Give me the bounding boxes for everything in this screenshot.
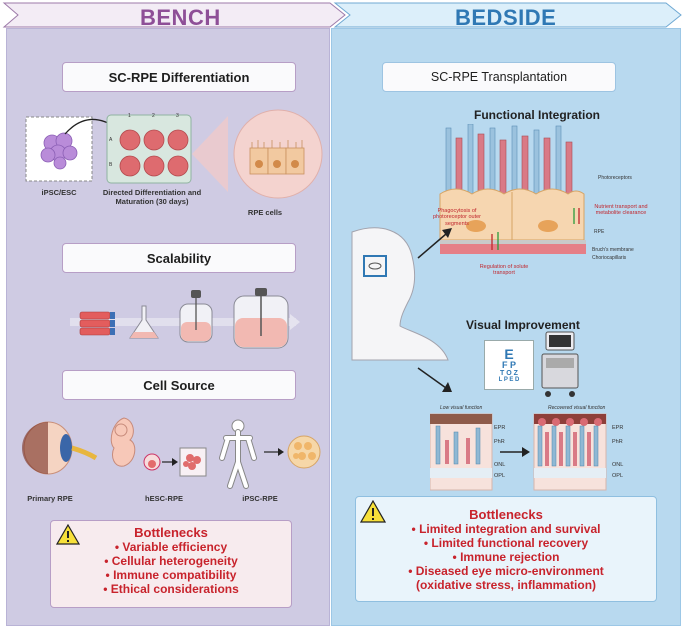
photoreceptors-label: Photoreceptors <box>598 175 632 181</box>
recovered-function-label: Recovered visual function <box>548 405 606 411</box>
bruch-label: Bruch's membrane <box>592 247 634 253</box>
plate-row-b: B <box>109 162 113 168</box>
hesc-rpe-label: hESC-RPE <box>145 494 183 503</box>
eye-chart-row: E <box>504 346 514 362</box>
rpe-cells-label: RPE cells <box>247 208 283 217</box>
retina-comparison-icon <box>430 413 607 491</box>
bedside-bottleneck-item: • Limited functional recovery <box>423 536 589 550</box>
arrow-to-integration-icon <box>417 228 452 259</box>
warning-icon <box>56 524 80 545</box>
layer-onl-right: ONL <box>612 462 624 468</box>
differentiation-title: SC-RPE Differentiation <box>62 62 296 92</box>
eye-chart-row: L P E D <box>498 377 520 383</box>
cell-source-title: Cell Source <box>62 370 296 400</box>
bench-bottleneck-item: • Cellular heterogeneity <box>104 554 238 568</box>
hesc-icon <box>143 447 207 477</box>
rpe-integration-icon <box>439 124 586 254</box>
arrow-to-visual-icon <box>417 367 452 392</box>
eye-chart-row: T O Z <box>500 370 518 377</box>
bedside-bottleneck-item: • Immune rejection <box>452 550 560 564</box>
plate-col-3: 3 <box>176 113 179 119</box>
eye-chart-icon: E F P T O Z L P E D <box>484 340 534 390</box>
bedside-bottlenecks-title: Bottlenecks <box>469 507 543 522</box>
patient-head-icon <box>351 227 449 361</box>
bench-bottlenecks-box: Bottlenecks • Variable efficiency • Cell… <box>50 520 292 608</box>
plate-col-2: 2 <box>152 113 155 119</box>
bench-title: BENCH <box>140 5 221 30</box>
layer-opl-left: OPL <box>494 473 506 479</box>
bench-bullets <box>14 520 92 538</box>
rpe-layer-label: RPE <box>594 229 605 235</box>
well-plate-icon <box>106 114 192 184</box>
bedside-bottlenecks-box: Bottlenecks • Limited integration and su… <box>355 496 657 602</box>
low-function-label: Low visual function <box>440 405 483 411</box>
scalability-title: Scalability <box>62 243 296 273</box>
primary-rpe-label: Primary RPE <box>27 494 73 503</box>
layer-epr-left: EPR <box>494 425 506 431</box>
eye-chart-row: F P <box>501 360 516 370</box>
bench-bottleneck-item: • Variable efficiency <box>114 540 228 554</box>
ipsc-rpe-label: iPSC-RPE <box>242 494 278 503</box>
visual-improvement-title: Visual Improvement <box>466 318 580 332</box>
ipsc-human-icon <box>219 419 321 489</box>
layer-phr-right: PhR <box>612 439 623 445</box>
layer-opl-right: OPL <box>612 473 624 479</box>
bench-bottlenecks-title: Bottlenecks <box>134 525 208 540</box>
regulation-label: Regulation of solute transport <box>479 264 529 277</box>
functional-integration-title: Functional Integration <box>474 108 600 122</box>
bench-bottleneck-item: • Immune compatibility <box>105 568 237 582</box>
bedside-title: BEDSIDE <box>455 5 557 30</box>
layer-phr-left: PhR <box>494 439 505 445</box>
bioreactor-icons <box>70 288 300 349</box>
choriocapillaris-label: Choriocapillaris <box>592 255 627 261</box>
bench-bottleneck-item: • Ethical considerations <box>103 582 239 596</box>
layer-epr-right: EPR <box>612 425 624 431</box>
phagocytosis-label: Phagocytosis of photoreceptor outer segm… <box>432 208 481 227</box>
plate-col-1: 1 <box>128 113 131 119</box>
bedside-bottleneck-item: (oxidative stress, inflammation) <box>415 578 597 592</box>
ipsc-label: iPSC/ESC <box>41 188 77 197</box>
transplantation-title: SC-RPE Transplantation <box>382 62 616 92</box>
bedside-bottleneck-item: • Diseased eye micro-environment <box>408 564 604 578</box>
bedside-bottleneck-item: • Limited integration and survival <box>411 522 601 536</box>
ipsc-cluster-icon <box>25 116 93 182</box>
layer-onl-left: ONL <box>494 462 506 468</box>
imaging-device-icon <box>541 331 579 397</box>
rpe-cells-icon <box>192 109 323 199</box>
plate-row-a: A <box>109 137 113 143</box>
plate-label: Directed Differentiation and Maturation … <box>102 188 202 206</box>
embryo-icon <box>110 417 136 467</box>
warning-icon <box>360 500 386 523</box>
eye-icon <box>22 421 98 475</box>
nutrient-label: Nutrient transport and metabolite cleara… <box>594 204 648 217</box>
header-banners <box>2 2 682 28</box>
